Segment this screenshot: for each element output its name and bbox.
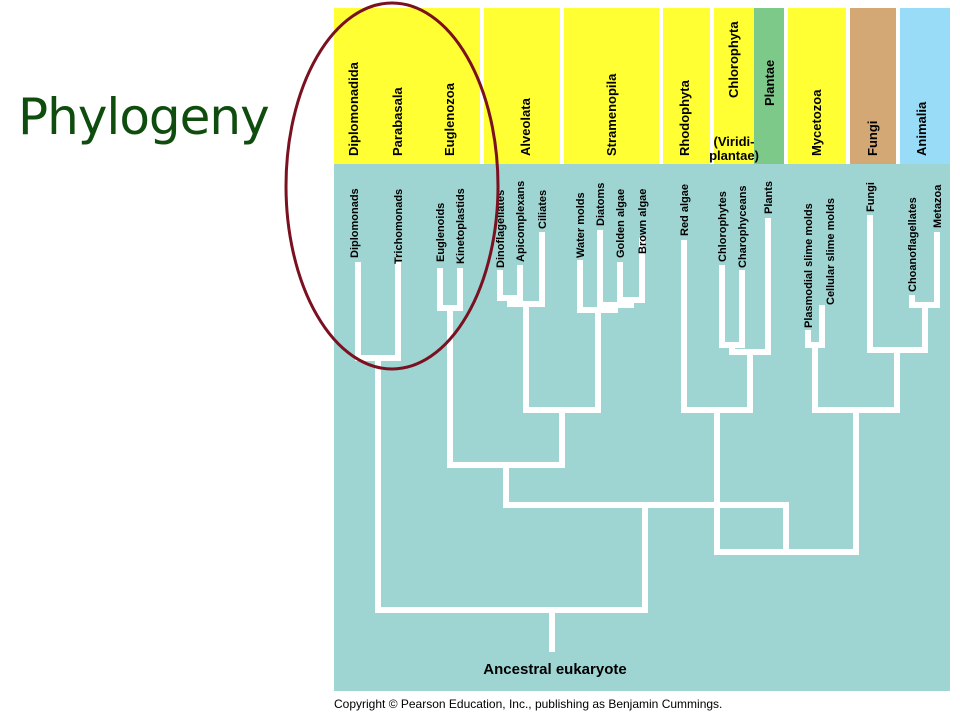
taxon-chlorophytes: Chlorophytes xyxy=(717,191,729,262)
taxon-water-molds: Water molds xyxy=(575,192,587,258)
label-euglenozoa: Euglenozoa xyxy=(442,82,457,156)
label-rhodophyta: Rhodophyta xyxy=(677,79,692,156)
band-euglenozoa-group xyxy=(334,8,496,164)
taxon-red-algae: Red algae xyxy=(679,184,691,236)
supergroup-labels: Diplomonadida Parabasala Euglenozoa Alve… xyxy=(346,21,929,163)
taxon-diatoms: Diatoms xyxy=(595,183,607,226)
band-animalia xyxy=(900,8,950,164)
label-parabasala: Parabasala xyxy=(390,87,405,156)
band-chlorophyta xyxy=(714,8,754,164)
label-viridiplantae-1: (Viridi- xyxy=(714,134,755,149)
band-rhodophyta xyxy=(663,8,710,164)
label-diplomonadida: Diplomonadida xyxy=(346,61,361,156)
taxon-plants: Plants xyxy=(763,181,775,214)
taxon-cellular-slime-molds: Cellular slime molds xyxy=(825,198,837,305)
taxon-brown-algae: Brown algae xyxy=(637,189,649,254)
band-alveolata xyxy=(484,8,560,164)
taxon-plasmodial-slime-molds: Plasmodial slime molds xyxy=(803,203,815,328)
taxon-diplomonads: Diplomonads xyxy=(349,188,361,258)
taxon-fungi: Fungi xyxy=(865,182,877,212)
label-fungi-group: Fungi xyxy=(865,121,880,156)
taxon-euglenoids: Euglenoids xyxy=(435,203,447,262)
taxon-labels: Diplomonads Trichomonads Euglenoids Kine… xyxy=(349,181,944,328)
taxon-ciliates: Ciliates xyxy=(537,190,549,229)
label-plantae: Plantae xyxy=(762,60,777,106)
label-viridiplantae-2: plantae) xyxy=(709,148,759,163)
band-stramenopila xyxy=(564,8,659,164)
label-stramenopila: Stramenopila xyxy=(604,73,619,156)
taxon-trichomonads: Trichomonads xyxy=(393,189,405,264)
slide-title: Phylogeny xyxy=(18,88,270,146)
taxon-kinetoplastids: Kinetoplastids xyxy=(455,188,467,264)
label-alveolata: Alveolata xyxy=(518,97,533,156)
root-label-ancestral-eukaryote: Ancestral eukaryote xyxy=(483,661,626,678)
copyright-notice: Copyright © Pearson Education, Inc., pub… xyxy=(334,697,723,711)
header-bands xyxy=(334,8,950,164)
band-mycetozoa xyxy=(788,8,846,164)
taxon-metazoa: Metazoa xyxy=(932,184,944,228)
band-fungi xyxy=(850,8,896,164)
taxon-charophyceans: Charophyceans xyxy=(737,185,749,268)
label-mycetozoa: Mycetozoa xyxy=(809,89,824,156)
taxon-choanoflagellates: Choanoflagellates xyxy=(907,197,919,292)
label-animalia: Animalia xyxy=(914,101,929,156)
label-chlorophyta: Chlorophyta xyxy=(726,21,741,98)
taxon-apicomplexans: Apicomplexans xyxy=(515,181,527,262)
taxon-golden-algae: Golden algae xyxy=(615,189,627,258)
tree-branches xyxy=(355,215,940,652)
highlight-ellipse xyxy=(284,1,500,371)
band-plantae xyxy=(754,8,784,164)
